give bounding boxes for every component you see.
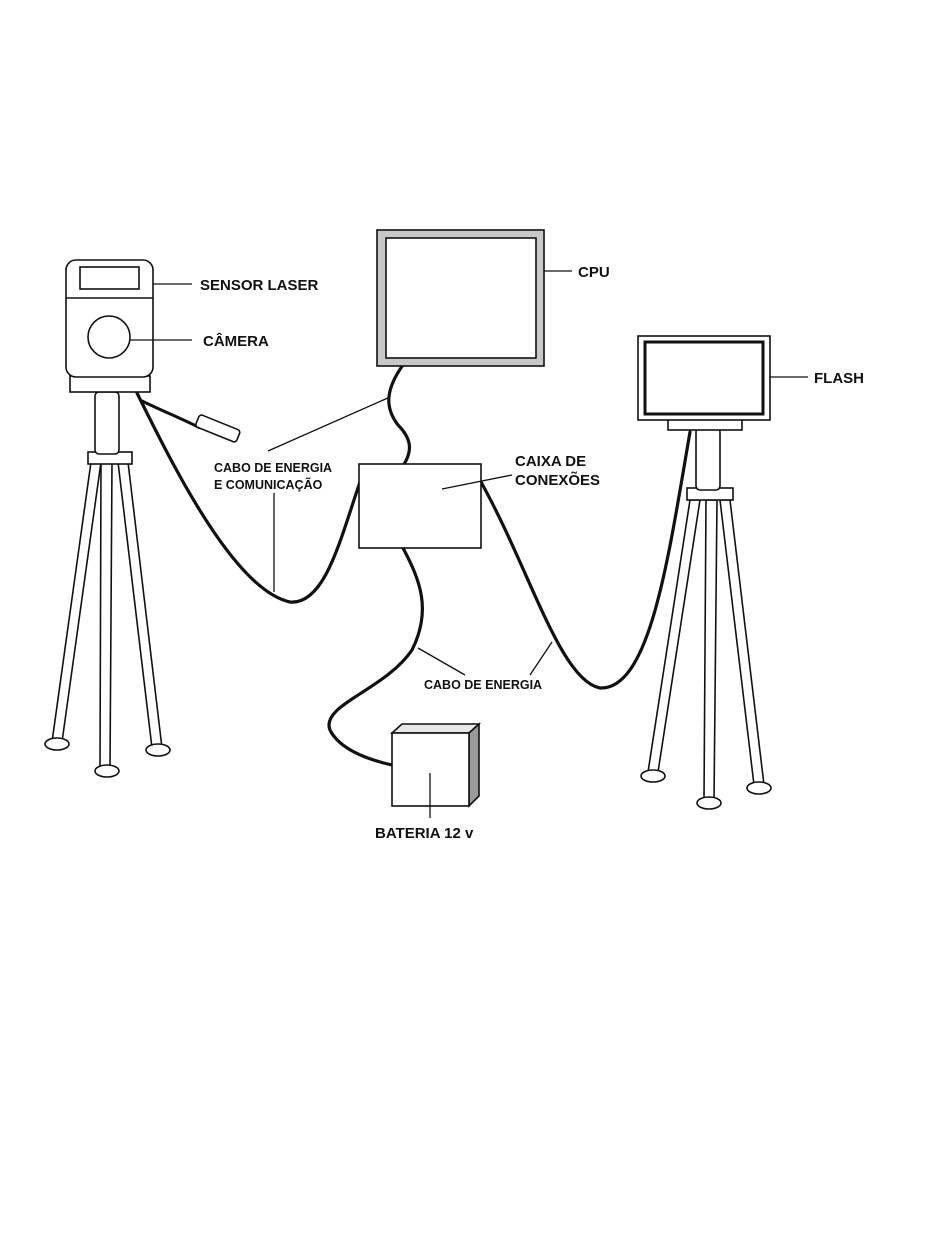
- camera-tripod: [44, 259, 171, 778]
- label-connection-box-line2: CONEXÕES: [515, 471, 600, 489]
- tripod-leg: [719, 499, 765, 786]
- leader-power-cable-right: [529, 641, 553, 676]
- leader-connection-box: [441, 474, 513, 490]
- camera-lens: [87, 315, 131, 359]
- flash-tripod: [637, 335, 772, 810]
- battery: [389, 722, 482, 808]
- labels: SENSOR LASER CÂMERA CPU FLASH CABO DE EN…: [200, 264, 864, 842]
- tripod-leg: [647, 499, 701, 773]
- label-power-cable: CABO DE ENERGIA: [424, 678, 542, 692]
- cables: [135, 363, 692, 767]
- tripod-foot: [696, 796, 722, 810]
- tripod-foot: [94, 764, 120, 778]
- tripod-foot: [145, 743, 171, 757]
- tripod-foot: [44, 737, 70, 751]
- tripod-leg: [51, 461, 102, 743]
- flash-window: [643, 340, 765, 416]
- battery-power-cable: [327, 546, 425, 767]
- mount-plate: [69, 375, 151, 393]
- power-communication-cable: [135, 391, 362, 604]
- label-cpu: CPU: [578, 264, 610, 281]
- flash-power-cable: [479, 430, 692, 690]
- leader-lines: [130, 270, 808, 818]
- label-cable-power-comm-line1: CABO DE ENERGIA: [214, 461, 332, 475]
- tripod-leg: [703, 499, 718, 801]
- label-camera: CÂMERA: [203, 332, 269, 350]
- tripod-leg: [99, 461, 113, 769]
- tripod-foot: [746, 781, 772, 795]
- laser-sensor: [79, 266, 140, 290]
- leader-power-cable-left: [417, 647, 466, 676]
- tripod-leg: [117, 461, 163, 749]
- cpu-screen: [385, 237, 537, 359]
- cpu-unit: [376, 229, 545, 367]
- label-battery: BATERIA 12 v: [375, 825, 474, 842]
- label-connection-box-line1: CAIXA DE: [515, 453, 586, 470]
- tripod-foot: [640, 769, 666, 783]
- tripod-column: [695, 427, 721, 491]
- connection-box: [358, 463, 482, 549]
- label-sensor-laser: SENSOR LASER: [200, 277, 319, 294]
- tripod-column: [94, 391, 120, 455]
- label-cable-power-comm-line2: E COMUNICAÇÃO: [214, 477, 323, 492]
- cpu-cable: [387, 363, 412, 468]
- label-flash: FLASH: [814, 370, 864, 387]
- cable-connector: [195, 414, 241, 443]
- leader-cable-top: [267, 396, 391, 452]
